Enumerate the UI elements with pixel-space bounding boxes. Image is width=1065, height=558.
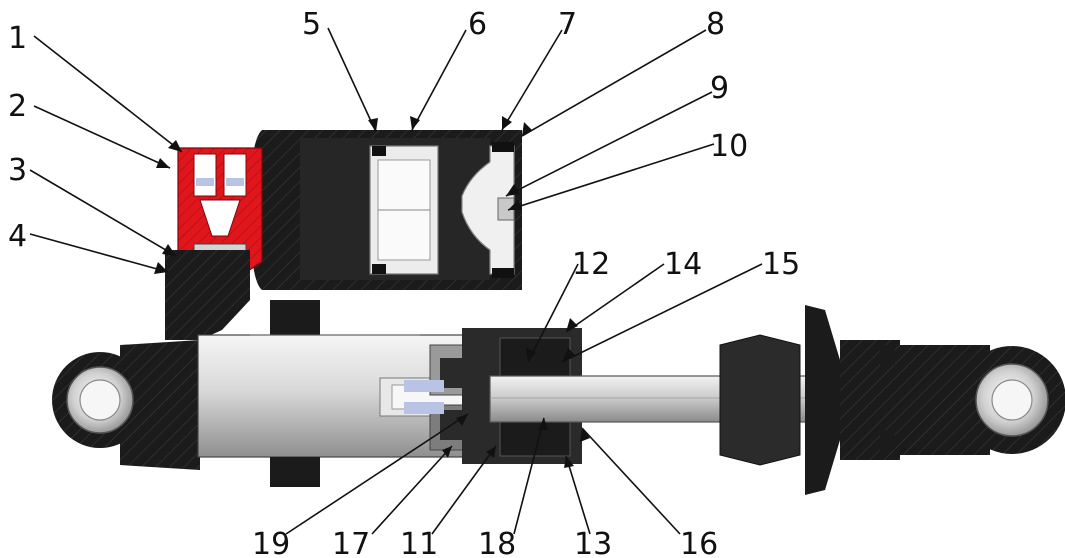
bump-stop-and-rod-end [719, 305, 1065, 495]
callout-7: 7 [558, 7, 577, 42]
reservoir-bridge [165, 250, 250, 340]
main-body [52, 340, 200, 470]
callout-10: 10 [710, 129, 748, 164]
reservoir-end-cap [461, 145, 515, 275]
callout-18: 18 [478, 527, 516, 558]
leader-lines [29, 27, 763, 535]
callout-13: 13 [574, 527, 612, 558]
callout-5: 5 [302, 7, 321, 42]
callout-4: 4 [8, 219, 27, 254]
callout-labels: 1 2 3 4 5 6 7 8 9 10 12 14 15 19 17 11 1… [8, 7, 800, 558]
arrowheads [154, 116, 590, 468]
callout-8: 8 [706, 7, 725, 42]
callout-17: 17 [332, 527, 370, 558]
callout-3: 3 [8, 153, 27, 188]
callout-2: 2 [8, 89, 27, 124]
callout-15: 15 [762, 247, 800, 282]
callout-6: 6 [468, 7, 487, 42]
callout-1: 1 [8, 21, 27, 56]
callout-9: 9 [710, 71, 729, 106]
reservoir-body [250, 130, 522, 290]
callout-19: 19 [252, 527, 290, 558]
callout-12: 12 [572, 247, 610, 282]
callout-14: 14 [664, 247, 702, 282]
callout-16: 16 [680, 527, 718, 558]
callout-11: 11 [400, 527, 438, 558]
